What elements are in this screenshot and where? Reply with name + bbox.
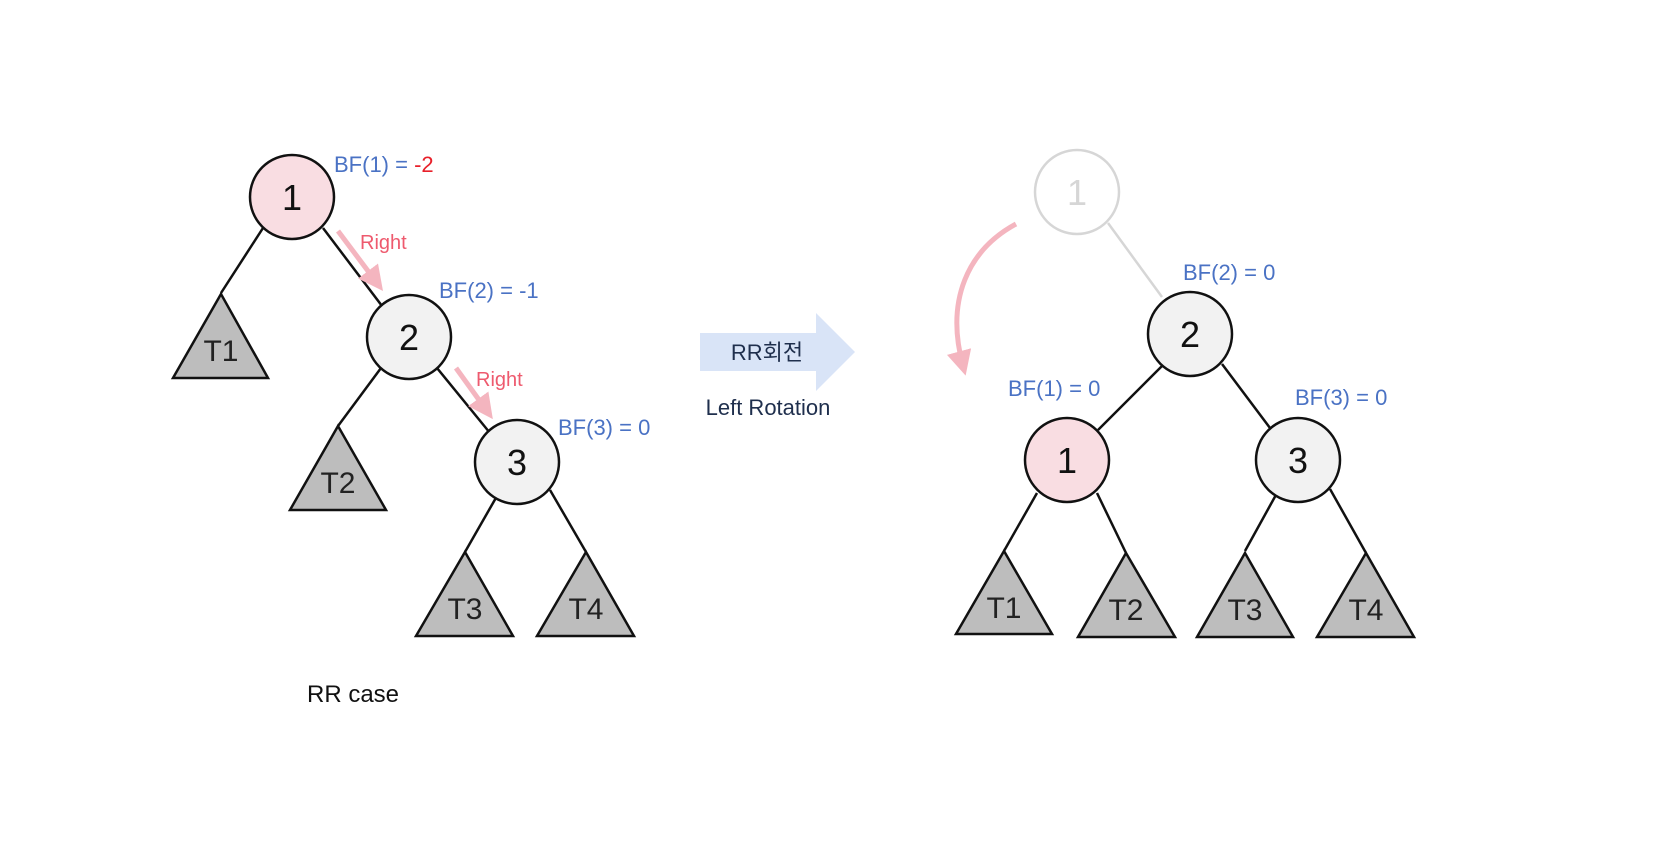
node-right-3-label: 3	[1288, 440, 1308, 481]
edge-left-1-2	[322, 227, 383, 307]
node-right-2-label: 2	[1180, 314, 1200, 355]
subtree-left-t3	[413, 549, 516, 638]
subtree-right-t2	[1075, 550, 1178, 639]
subtree-left-t2	[287, 423, 389, 512]
bf-left-1: BF(1) = -2	[334, 152, 434, 177]
subtree-left-t2-label: T2	[320, 467, 355, 500]
subtree-right-t2-label: T2	[1108, 594, 1143, 627]
subtree-right-t4-label: T4	[1348, 594, 1383, 627]
bf-right-2: BF(2) = 0	[1183, 260, 1275, 285]
edge-right-2-3	[1221, 363, 1271, 429]
right-tree: 1 T1 T2 T3 T4 2 1 3 BF(2) = 0 BF(1) = 0 …	[946, 148, 1417, 639]
subtree-right-t4	[1314, 550, 1417, 639]
node-left-2	[365, 293, 453, 381]
node-right-1	[1023, 416, 1111, 504]
bf-right-3: BF(3) = 0	[1295, 385, 1387, 410]
edge-right-3-t4	[1328, 488, 1368, 554]
subtree-left-t1	[170, 291, 271, 380]
rotation-name: RR회전	[731, 340, 803, 365]
edge-left-2-3	[436, 367, 491, 434]
direction-arrow-second	[453, 366, 493, 420]
left-tree-caption: RR case	[307, 681, 399, 708]
left-tree: T1 T2 T3 T4 1 2 3 BF(1) = -2 BF(2) = -1 …	[170, 152, 650, 708]
bf-left-1-prefix: BF(1) =	[334, 152, 414, 177]
subtree-right-t3	[1194, 550, 1296, 639]
ghost-node-1	[1033, 148, 1121, 236]
edge-right-1-t2	[1095, 492, 1128, 554]
node-left-3	[473, 418, 561, 506]
edge-left-2-t2	[336, 367, 383, 427]
rotation-arrow-shape	[700, 313, 855, 391]
bf-left-3: BF(3) = 0	[558, 415, 650, 440]
subtree-left-t1-label: T1	[203, 335, 238, 368]
subtree-right-t3-label: T3	[1227, 594, 1262, 627]
subtree-left-t4	[534, 549, 637, 638]
node-right-2	[1146, 290, 1234, 378]
node-left-3-label: 3	[507, 442, 527, 483]
subtree-left-t4-label: T4	[568, 593, 603, 626]
edge-ghost-1-2	[1106, 222, 1164, 298]
ghost-node-1-label: 1	[1067, 172, 1087, 213]
edge-left-1-t1	[219, 227, 265, 294]
rotation-subtitle: Left Rotation	[706, 395, 831, 420]
node-left-1	[248, 153, 336, 241]
node-left-1-label: 1	[282, 177, 302, 218]
subtree-right-t1-label: T1	[986, 592, 1021, 625]
edge-right-2-1	[1097, 363, 1165, 431]
node-left-2-label: 2	[399, 317, 419, 358]
node-right-3	[1254, 416, 1342, 504]
bf-left-1-value: -2	[414, 152, 434, 177]
node-right-1-label: 1	[1057, 440, 1077, 481]
bf-right-1: BF(1) = 0	[1008, 376, 1100, 401]
rotation-curve-arrow	[946, 221, 1018, 376]
rotation-indicator: RR회전 Left Rotation	[700, 313, 855, 420]
direction-arrow-first	[336, 229, 383, 291]
edge-left-3-t4	[548, 489, 588, 553]
subtree-left-t3-label: T3	[447, 593, 482, 626]
subtree-right-t1	[953, 548, 1055, 636]
bf-left-2: BF(2) = -1	[439, 278, 539, 303]
edge-right-3-t3	[1243, 492, 1279, 552]
edge-right-1-t1	[1002, 492, 1039, 552]
direction-label-first: Right	[360, 232, 407, 254]
edge-left-3-t3	[463, 495, 499, 553]
direction-label-second: Right	[476, 369, 523, 391]
